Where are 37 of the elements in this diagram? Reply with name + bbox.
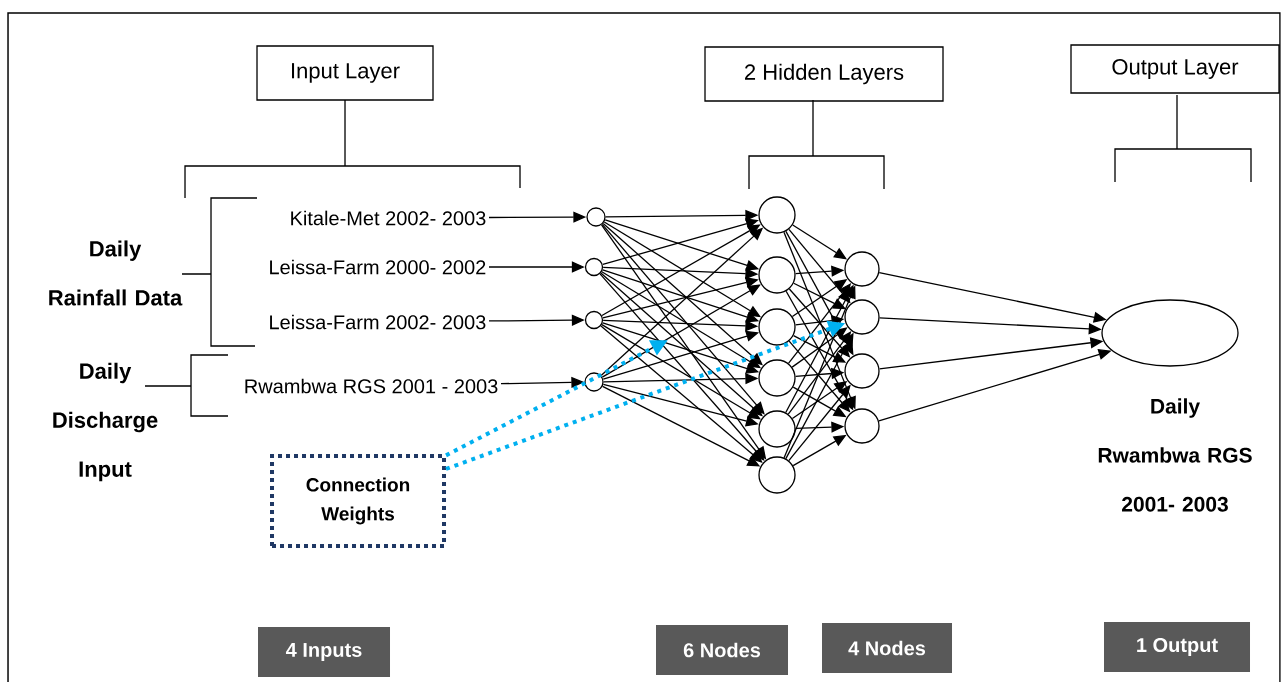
neuron-circle — [844, 299, 880, 335]
arrow — [601, 271, 761, 369]
arrow — [600, 325, 763, 463]
arrow — [601, 324, 761, 420]
neuron-circle — [586, 207, 606, 227]
data-source-label: Kitale-Met 2002- 2003 — [291, 210, 486, 226]
neuron-circle — [844, 251, 880, 287]
arrow — [601, 284, 761, 378]
neuron-circle — [758, 196, 796, 234]
data-source-label: Leissa-Farm 2002- 2003 — [270, 314, 486, 330]
arrow — [599, 273, 765, 461]
neuron-circle — [844, 353, 880, 389]
caption-text: Daily Rwambwa RGS 2001- 2003 — [1098, 398, 1252, 512]
neuron-circle — [758, 456, 796, 494]
neuron-circle — [584, 310, 604, 330]
layer-title-box: Input Layer — [256, 45, 434, 101]
output-neuron — [1101, 299, 1239, 367]
neuron-circle — [758, 359, 796, 397]
group-label: Daily Rainfall Data — [49, 240, 183, 306]
count-badge: 4 Inputs — [258, 627, 390, 677]
layer-title-box: Output Layer — [1070, 44, 1280, 94]
count-badge: 1 Output — [1104, 622, 1250, 672]
neuron-circle — [844, 408, 880, 444]
data-source-label: Rwambwa RGS 2001 - 2003 — [245, 378, 498, 394]
neuron-circle — [758, 308, 796, 346]
count-badge: 4 Nodes — [822, 623, 952, 673]
count-badge: 6 Nodes — [656, 625, 788, 675]
arrow — [601, 223, 765, 415]
group-label: Daily Discharge Input — [53, 362, 158, 482]
neuron-circle — [758, 410, 796, 448]
data-source-label: Leissa-Farm 2000- 2002 — [270, 259, 486, 275]
neuron-circle — [584, 257, 604, 277]
neuron-circle — [584, 372, 604, 392]
layer-title-box: 2 Hidden Layers — [704, 46, 944, 102]
arrow — [600, 272, 763, 417]
weights-box: Connection Weights — [270, 454, 446, 548]
neuron-circle — [758, 256, 796, 294]
